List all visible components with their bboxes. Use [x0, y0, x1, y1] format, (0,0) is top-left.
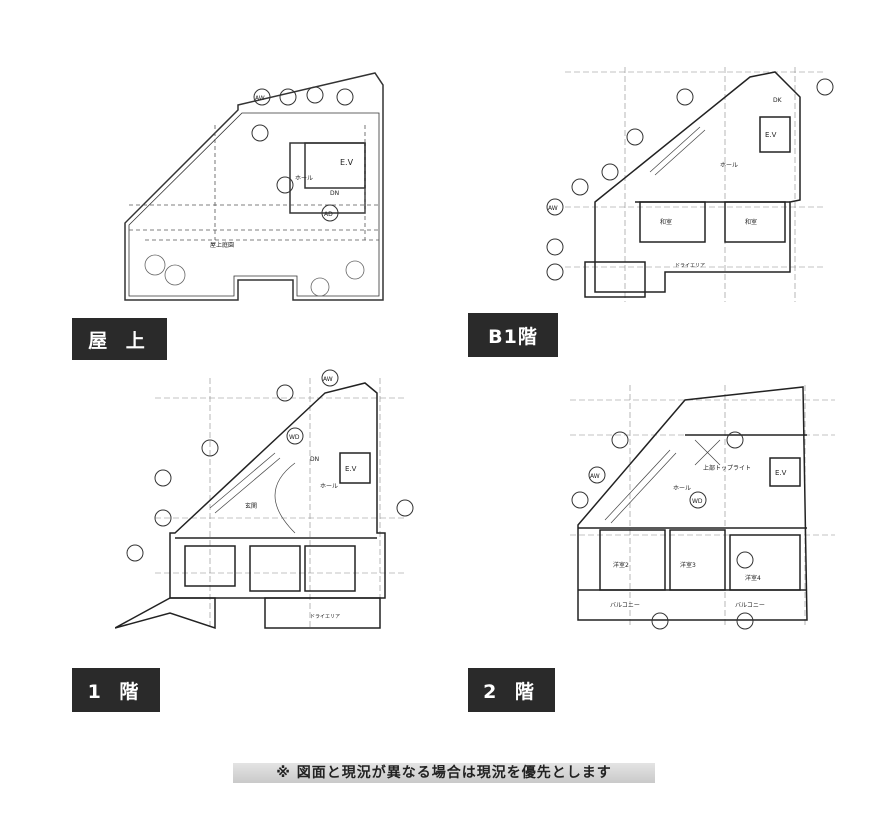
- balcony-label: バルコニー: [735, 602, 765, 609]
- room-label: 和室: [745, 218, 757, 226]
- dry-area-label: ドライエリア: [675, 263, 705, 269]
- elevator-label: E.V: [345, 465, 357, 473]
- toplight-label: 上部トップライト: [703, 464, 751, 472]
- elevator-label: E.V: [340, 158, 354, 167]
- entrance-label: 玄関: [245, 502, 257, 510]
- balcony-label: バルコニー: [610, 602, 640, 609]
- elevator-label: E.V: [775, 469, 787, 477]
- room-label: 洋室3: [680, 561, 696, 569]
- room-label: 和室: [660, 218, 672, 226]
- marker-label: AW: [590, 473, 600, 480]
- second-floor-plan: AW WD 上部トップライト E.V ホール 洋室2 洋室3 洋室4 バルコニー…: [545, 375, 845, 640]
- down-label: DN: [330, 190, 339, 197]
- first-floor-plan: AW WD E.V DN ホール 玄関 ドライエリア: [115, 368, 415, 638]
- marker-label: AW: [255, 95, 265, 102]
- marker-label: AD: [324, 211, 333, 218]
- floor-label-1f: 1 階: [72, 668, 160, 712]
- hall-label: ホール: [295, 175, 313, 182]
- hall-label: ホール: [720, 162, 738, 169]
- disclaimer-note: ※ 図面と現況が異なる場合は現況を優先とします: [233, 763, 655, 783]
- elevator-label: E.V: [765, 131, 777, 139]
- room-label: 洋室2: [613, 561, 629, 569]
- roof-area-label: 屋上庭園: [210, 241, 234, 249]
- room-label: 洋室4: [745, 574, 761, 582]
- floor-label-b1: B1階: [468, 313, 558, 357]
- hall-label: ホール: [673, 485, 691, 492]
- hall-label: ホール: [320, 483, 338, 490]
- marker-label: AW: [323, 376, 333, 383]
- marker-label: AW: [548, 205, 558, 212]
- down-label: DN: [310, 456, 319, 463]
- marker-label: WD: [289, 434, 300, 441]
- dk-label: DK: [773, 97, 783, 104]
- b1-floor-plan: AW DK E.V ホール 和室 和室 ドライエリア: [525, 62, 835, 307]
- roof-floor-plan: AW AD E.V ホール DN 屋上庭園: [115, 65, 390, 310]
- floor-label-roof: 屋 上: [72, 318, 167, 360]
- dry-area-label: ドライエリア: [310, 614, 340, 620]
- marker-label: WD: [692, 498, 703, 505]
- floor-label-2f: 2 階: [468, 668, 555, 712]
